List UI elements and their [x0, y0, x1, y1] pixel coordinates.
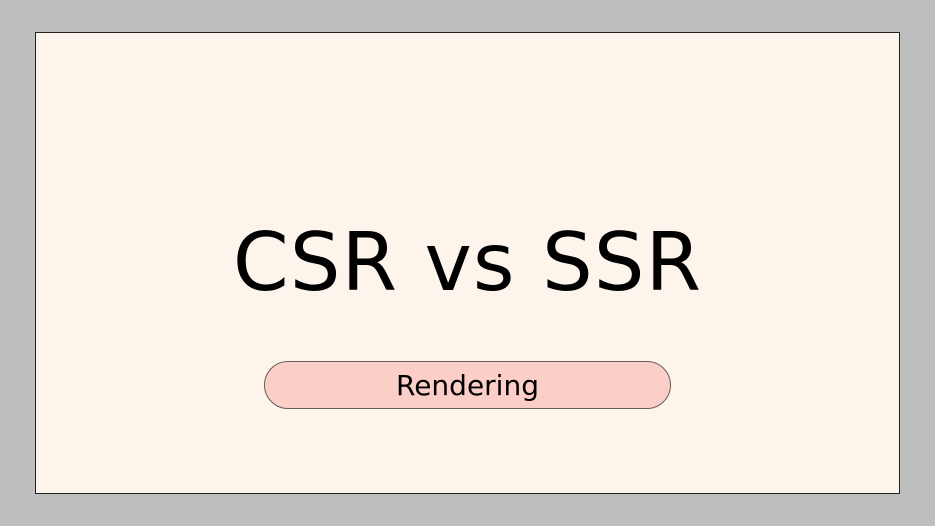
- subtitle-badge-label: Rendering: [396, 368, 539, 402]
- slide: CSR vs SSR Rendering: [35, 32, 900, 494]
- subtitle-badge: Rendering: [264, 361, 671, 409]
- slide-title: CSR vs SSR: [232, 216, 703, 309]
